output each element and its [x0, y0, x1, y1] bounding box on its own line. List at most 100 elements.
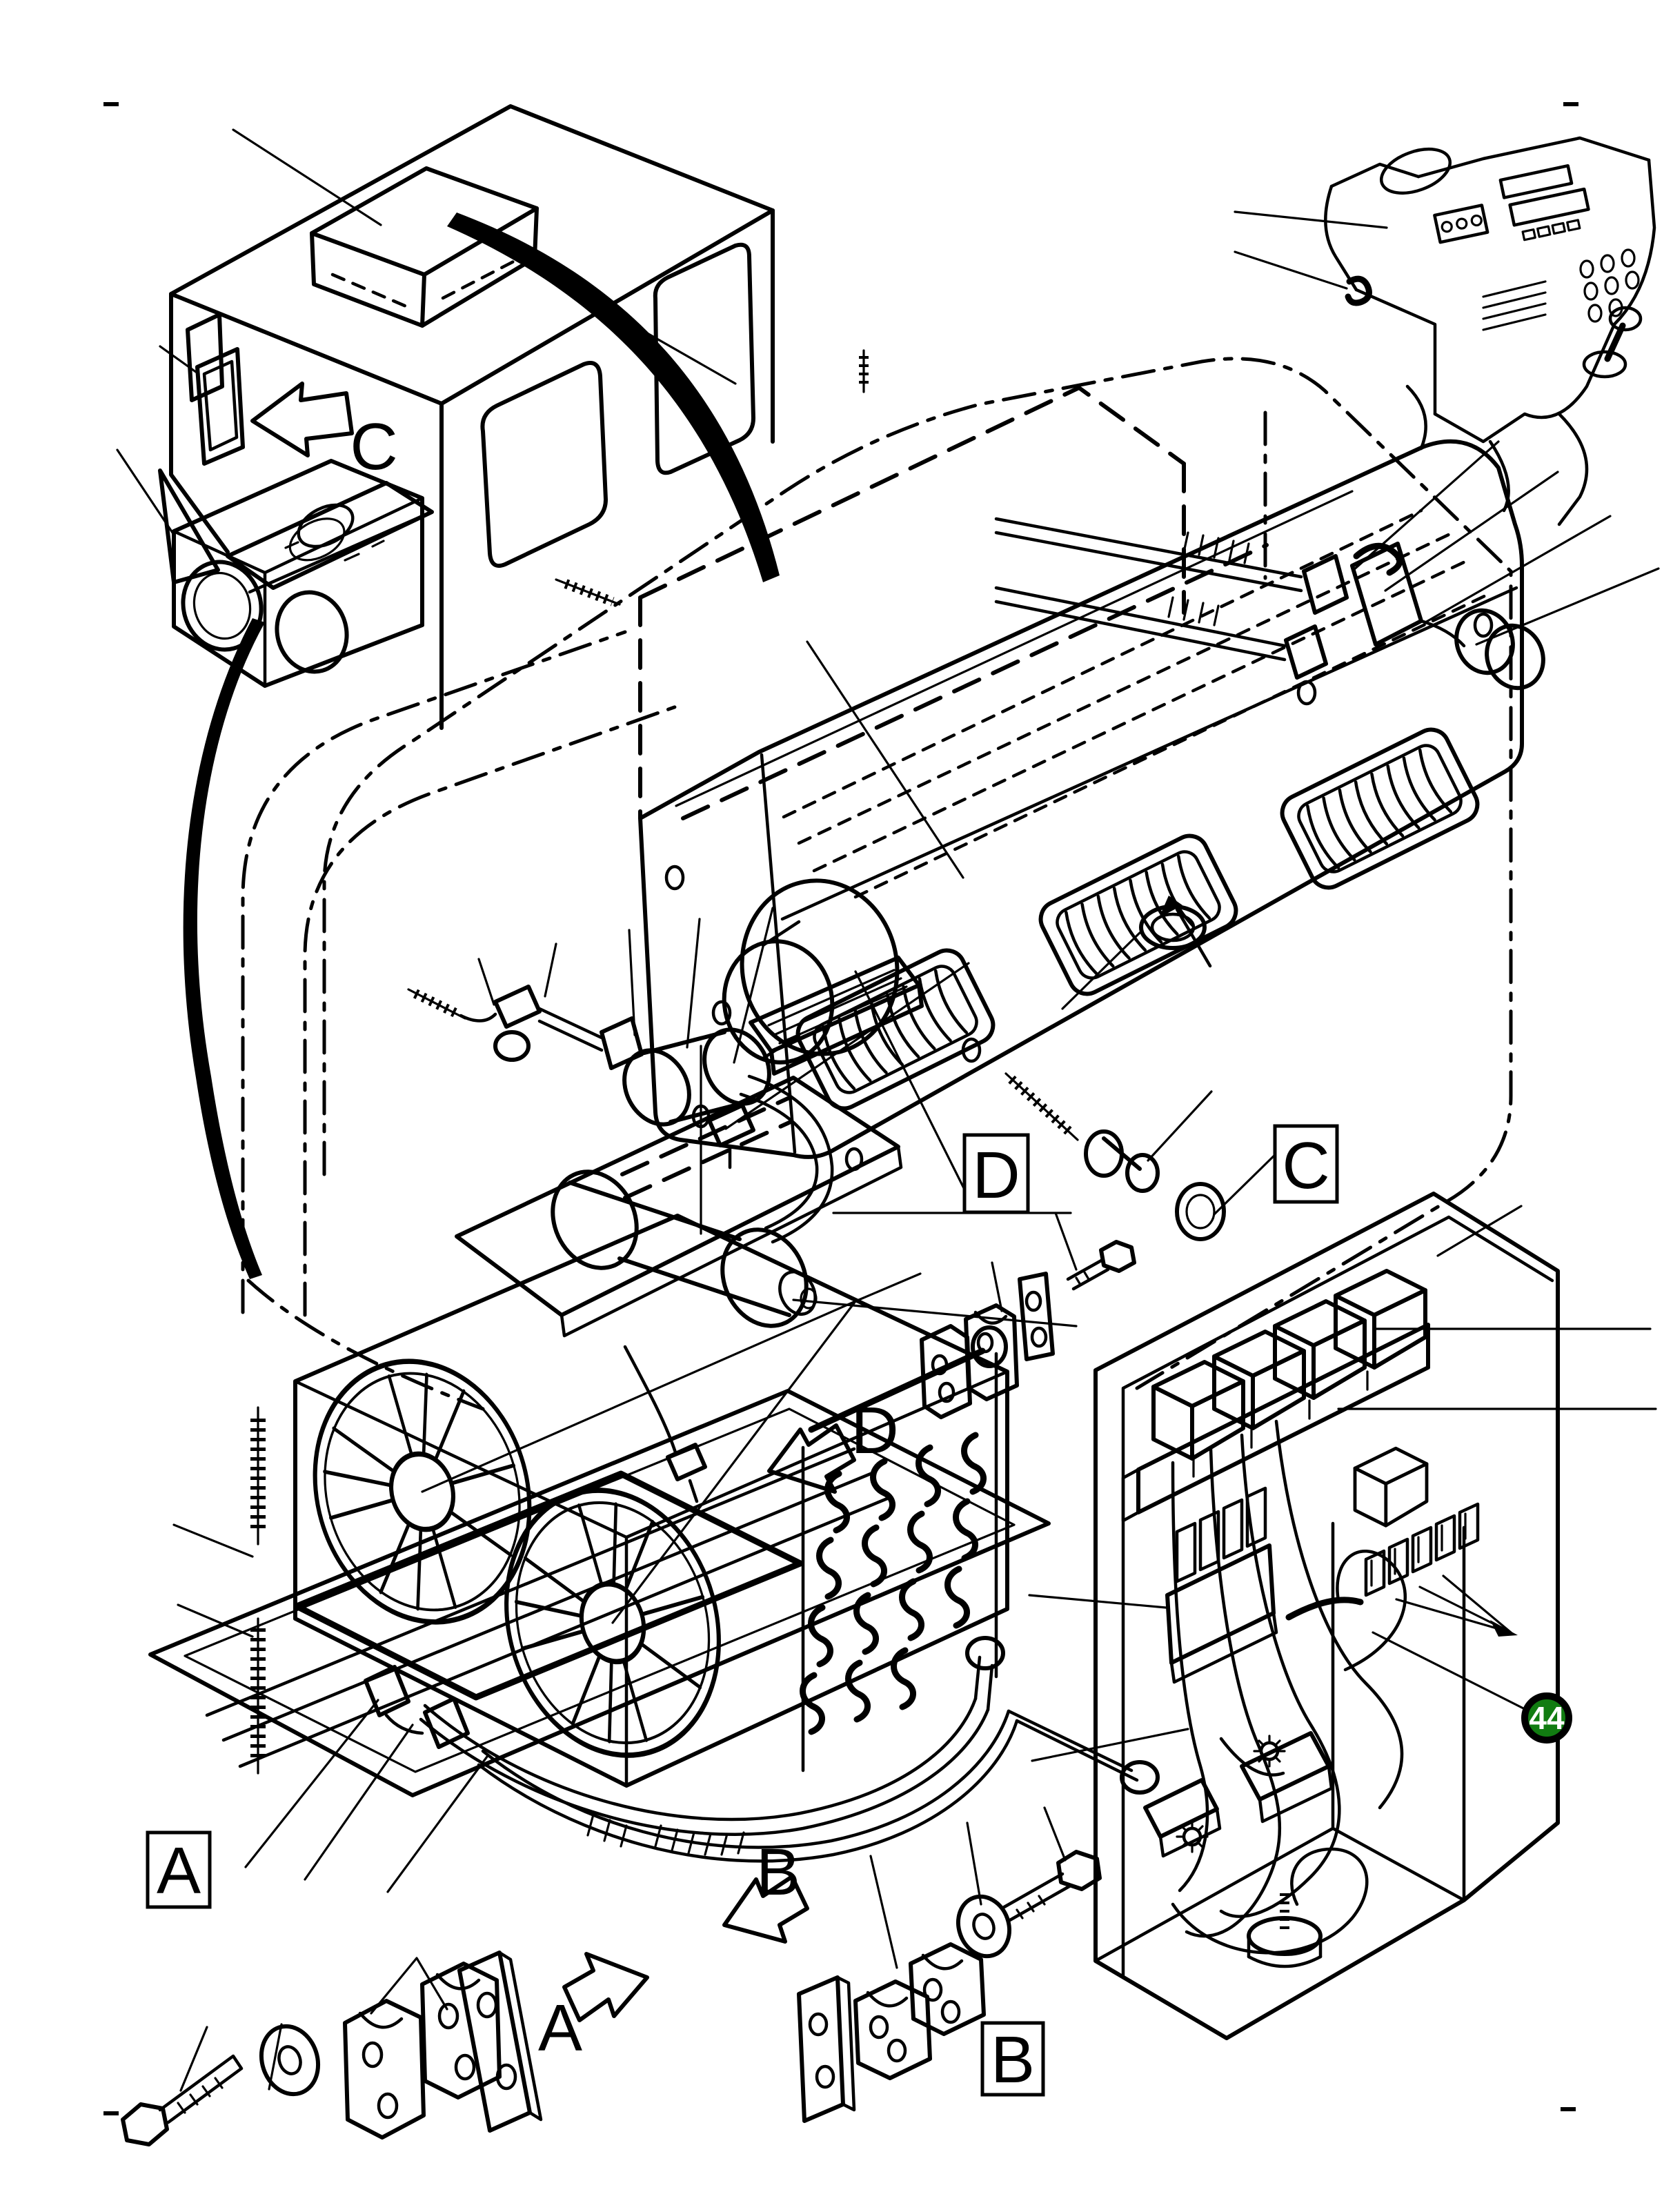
backing-plate — [797, 1975, 856, 2123]
clamp-half — [343, 1999, 426, 2140]
callout-arrow-b: B — [722, 1835, 809, 1944]
callout-arrow-b-letter: B — [756, 1835, 800, 1909]
condenser-hoses — [419, 1636, 1160, 1863]
hex-bolt — [1000, 1850, 1102, 1923]
hollow-triangle-arrow-icon — [158, 468, 220, 584]
valve-bracket — [1350, 542, 1423, 646]
louver-grille — [1276, 724, 1484, 894]
harness-grommet — [1247, 1893, 1323, 1968]
capillary-coil — [1353, 542, 1403, 576]
electrical-control-box — [1028, 1192, 1657, 2040]
receiver-drier-assembly — [407, 907, 1078, 1503]
filled-arrow-icon — [1490, 1620, 1518, 1637]
cab-body — [169, 104, 775, 730]
wiring-harness — [1171, 1419, 1407, 1955]
label-box — [962, 1133, 1030, 1214]
registration-tick — [103, 102, 119, 106]
leaders — [179, 1957, 448, 2092]
leader — [792, 1298, 1078, 1327]
expansion-valve-hoses — [994, 440, 1660, 691]
fan-leaders — [421, 1272, 922, 1624]
louver-grille — [1035, 830, 1243, 1000]
callout-box-d-letter: D — [972, 1138, 1020, 1212]
registration-tick — [1563, 102, 1578, 106]
callout-box-a-letter: A — [157, 1834, 201, 1908]
leaders — [172, 1523, 254, 1638]
leader — [724, 962, 970, 1130]
screw-holes — [664, 612, 1494, 1063]
base-tray — [148, 1389, 1051, 1797]
callout-box-c-letter: C — [1282, 1129, 1329, 1203]
radio-panel — [1498, 164, 1590, 241]
leaders — [869, 1806, 1067, 1969]
vent-slots — [1482, 280, 1547, 331]
harness-hook — [1285, 1597, 1364, 1621]
clamp-half — [920, 1324, 972, 1419]
backing-plate — [457, 1951, 543, 2133]
part-badge-number[interactable]: 44 — [1529, 1700, 1565, 1736]
registration-tick — [1561, 2107, 1576, 2111]
lighter-socket-hook — [1345, 275, 1372, 306]
mounting-stud — [555, 578, 621, 606]
leaders — [244, 1699, 488, 1893]
drain-valve-parts — [1004, 1072, 1283, 1241]
blower-end-cap — [722, 878, 900, 1065]
windshield-edge — [186, 313, 224, 402]
clamp-half — [420, 1962, 502, 2100]
u-tube — [707, 1074, 834, 1244]
washer — [259, 2024, 321, 2097]
clamp-kit-a — [121, 1951, 543, 2146]
fresh-air-filter-vent — [159, 345, 245, 466]
condenser-unit: D — [148, 1214, 1160, 1893]
clamp-kit-b — [797, 1806, 1102, 2123]
tractor-cab: C — [116, 104, 780, 1279]
spade-connector-row — [1285, 1504, 1518, 1637]
clamp-half — [909, 1942, 986, 2036]
hollow-arrow-icon — [562, 1952, 649, 2022]
leader — [1234, 250, 1348, 290]
hex-bolt — [1066, 1240, 1136, 1291]
grommet — [1061, 896, 1212, 1010]
hollow-arrow-icon — [767, 1423, 856, 1494]
relay-bank — [1121, 1271, 1430, 1523]
pressure-switch-wire — [623, 1345, 707, 1503]
leader — [806, 640, 964, 879]
dashboard-inset — [1234, 136, 1656, 526]
filled-arrow-icon — [1159, 896, 1182, 918]
leader — [1436, 1205, 1523, 1257]
backing-plate — [1018, 1272, 1055, 1361]
evaporator-hidden-wall — [638, 386, 1269, 820]
gauge-cluster — [1433, 204, 1489, 244]
relay — [1355, 1448, 1427, 1525]
enclosure — [1093, 1192, 1560, 2040]
connector-block — [1240, 1731, 1334, 1824]
evaporator-unit — [555, 349, 1660, 1241]
hollow-arrow-icon — [250, 382, 354, 457]
door-window — [480, 361, 608, 568]
joystick — [1582, 306, 1643, 379]
callout-arrow-d-letter: D — [851, 1394, 898, 1468]
condenser-fan — [313, 1359, 532, 1625]
label-box — [980, 2021, 1045, 2097]
registration-tick — [103, 2111, 119, 2115]
console-lines — [1405, 384, 1589, 526]
connector-block — [1143, 1778, 1222, 1858]
condenser-shroud — [293, 1214, 1009, 1788]
switch-cluster — [1579, 248, 1640, 323]
leader-roof-unit — [232, 128, 382, 226]
leaders — [991, 1212, 1078, 1312]
leaders — [477, 907, 774, 1064]
part-badge-circle[interactable] — [1521, 1692, 1572, 1744]
fuse-holder-block — [1165, 1486, 1278, 1684]
routing-swoosh-left — [183, 618, 265, 1279]
side-window — [653, 242, 755, 475]
washer — [956, 1894, 1012, 1959]
receiver-drier-cylinder — [551, 1169, 818, 1328]
clamp-kit-d — [920, 1212, 1136, 1419]
callout-box-a: A — [146, 1830, 212, 1909]
clamp-half — [853, 1979, 932, 2080]
callout-arrow-a: A — [538, 1952, 649, 2065]
leader — [1234, 210, 1388, 229]
part-badge-44[interactable]: 44 — [1372, 1631, 1572, 1744]
